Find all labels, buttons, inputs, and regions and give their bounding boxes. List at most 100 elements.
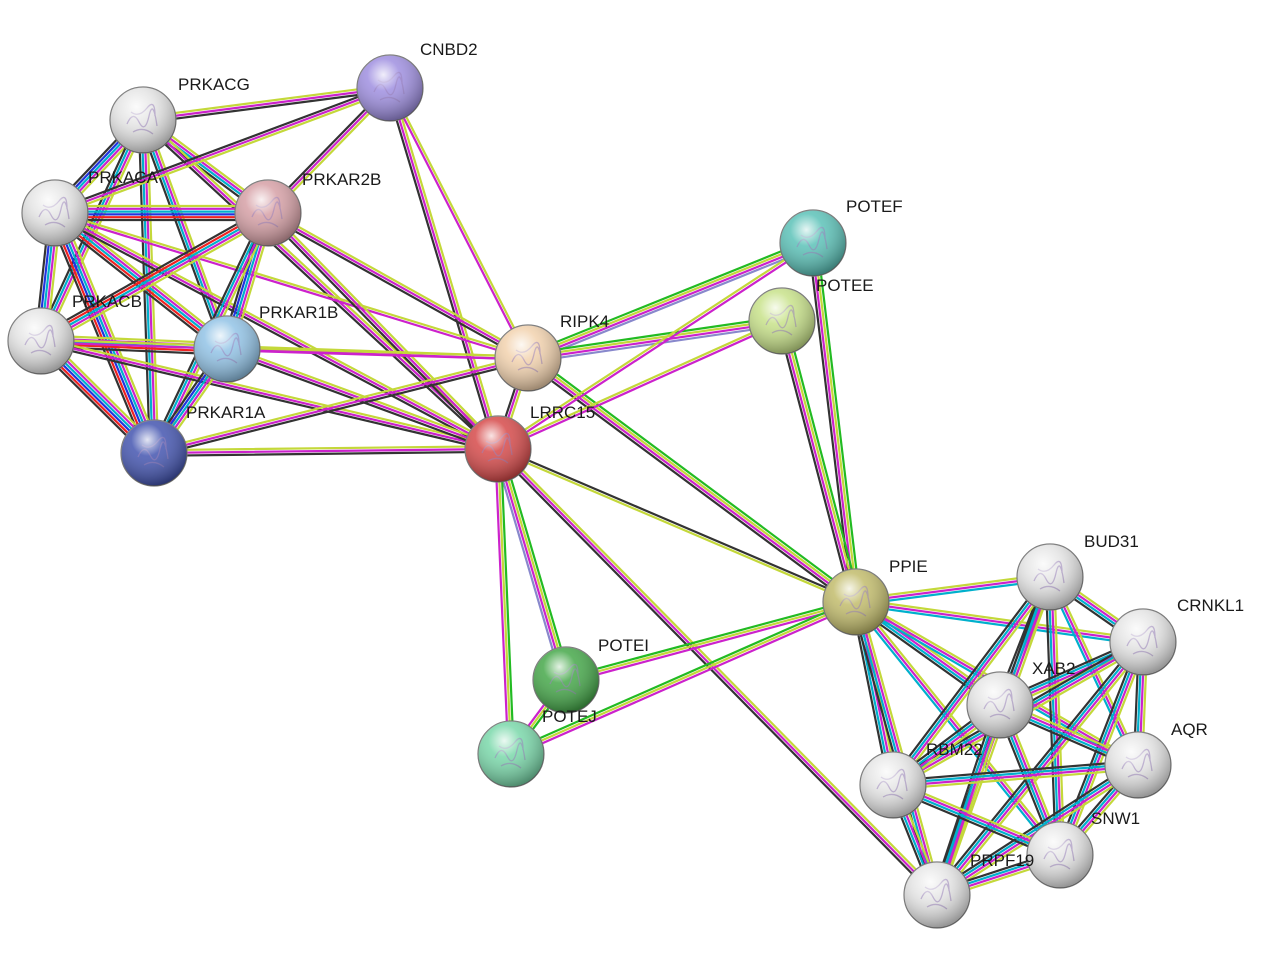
node-gloss xyxy=(533,647,599,713)
edge-layer xyxy=(34,84,1149,901)
node-label-ppie: PPIE xyxy=(889,557,928,576)
edge-strand xyxy=(53,213,529,361)
edge-strand xyxy=(39,342,499,453)
edge-strand xyxy=(391,86,502,450)
edge-strand xyxy=(933,760,1137,893)
edge-strand xyxy=(508,598,857,753)
edge-strand xyxy=(60,209,162,452)
node-prkaca[interactable] xyxy=(21,179,89,247)
node-prkacb[interactable] xyxy=(7,307,75,375)
edge-strand xyxy=(813,241,859,603)
edge-strand xyxy=(527,243,815,361)
edge-strand xyxy=(782,319,859,603)
edge-strand xyxy=(41,214,271,345)
edge-strand xyxy=(497,446,858,602)
edge-cnbd2-prkaca xyxy=(52,84,393,217)
edge-strand xyxy=(816,241,862,603)
edge-strand xyxy=(931,702,998,895)
edge-strand xyxy=(38,209,268,340)
node-potej[interactable] xyxy=(477,720,545,788)
edge-lrrc15-ppie xyxy=(496,446,858,605)
edge-strand xyxy=(141,84,391,119)
edge-strand xyxy=(496,447,513,756)
edge-strand xyxy=(500,446,572,680)
edge-ripk4-potef xyxy=(525,238,816,363)
edge-strand xyxy=(857,599,1064,855)
node-label-cnbd2: CNBD2 xyxy=(420,40,478,59)
node-crnkl1[interactable] xyxy=(1109,608,1177,676)
edge-cnbd2-ripk4 xyxy=(387,86,531,360)
edge-strand xyxy=(856,600,940,896)
node-lrrc15[interactable] xyxy=(464,415,532,483)
edge-potef-ppie xyxy=(807,241,862,604)
node-prkar2b[interactable] xyxy=(234,179,302,247)
edge-strand xyxy=(526,318,783,358)
node-potei[interactable] xyxy=(532,646,600,714)
edge-strand xyxy=(152,354,529,452)
edge-strand xyxy=(265,214,528,362)
edge-strand xyxy=(854,603,1144,646)
node-gloss xyxy=(495,325,561,391)
edge-strand xyxy=(52,84,391,212)
node-prkacg[interactable] xyxy=(109,86,177,154)
edge-strand xyxy=(140,119,227,351)
node-potee[interactable] xyxy=(748,287,816,355)
node-gloss xyxy=(8,308,74,374)
edge-strand xyxy=(40,337,500,448)
node-gloss xyxy=(780,210,846,276)
edge-strand xyxy=(891,762,1140,785)
edge-strand xyxy=(388,86,500,451)
edge-strand xyxy=(1044,576,1057,857)
node-prkar1a[interactable] xyxy=(120,419,188,487)
node-label-snw1: SNW1 xyxy=(1091,809,1140,828)
node-label-prkacg: PRKACG xyxy=(178,75,250,94)
edge-crnkl1-prpf19 xyxy=(932,638,1148,899)
edge-strand xyxy=(386,87,497,451)
edge-strand xyxy=(42,216,272,347)
edge-strand xyxy=(57,210,159,453)
edge-strand xyxy=(225,349,530,361)
node-potef[interactable] xyxy=(779,209,847,277)
edge-strand xyxy=(52,212,154,455)
edge-strand xyxy=(810,242,856,604)
node-label-potej: POTEJ xyxy=(542,707,597,726)
edge-strand xyxy=(528,245,816,363)
edge-strand xyxy=(855,598,1145,641)
edge-prkacg-cnbd2 xyxy=(141,84,392,124)
node-label-prkaca: PRKACA xyxy=(88,168,159,187)
node-rbm22[interactable] xyxy=(859,751,927,819)
edge-strand xyxy=(49,213,152,456)
edge-strand xyxy=(152,356,530,455)
edge-strand xyxy=(497,243,815,452)
edge-ppie-crnkl1 xyxy=(854,598,1145,646)
node-aqr[interactable] xyxy=(1104,731,1172,799)
edge-prkar1a-ripk4 xyxy=(152,354,530,457)
node-label-rbm22: RBM22 xyxy=(926,740,983,759)
node-cnbd2[interactable] xyxy=(356,54,424,122)
node-gloss xyxy=(1110,609,1176,675)
node-xab2[interactable] xyxy=(966,671,1034,739)
edge-prkaca-ripk4 xyxy=(53,210,530,361)
node-snw1[interactable] xyxy=(1026,821,1094,889)
edge-strand xyxy=(141,118,500,451)
edge-strand xyxy=(932,638,1141,894)
node-prkar1b[interactable] xyxy=(193,315,261,383)
edge-strand xyxy=(53,211,500,451)
node-ppie[interactable] xyxy=(822,568,890,636)
edge-strand xyxy=(496,240,814,449)
node-prpf19[interactable] xyxy=(903,861,971,929)
edge-strand xyxy=(524,360,855,607)
edge-strand xyxy=(497,321,784,452)
node-ripk4[interactable] xyxy=(494,324,562,392)
node-gloss xyxy=(860,752,926,818)
edge-lrrc15-potef xyxy=(496,240,815,452)
edge-potej-ppie xyxy=(508,598,859,758)
edge-prkacb-lrrc15 xyxy=(39,337,500,453)
node-label-prpf19: PRPF19 xyxy=(970,851,1034,870)
node-bud31[interactable] xyxy=(1016,543,1084,611)
edge-strand xyxy=(37,207,267,338)
node-label-lrrc15: LRRC15 xyxy=(530,403,595,422)
node-gloss xyxy=(357,55,423,121)
